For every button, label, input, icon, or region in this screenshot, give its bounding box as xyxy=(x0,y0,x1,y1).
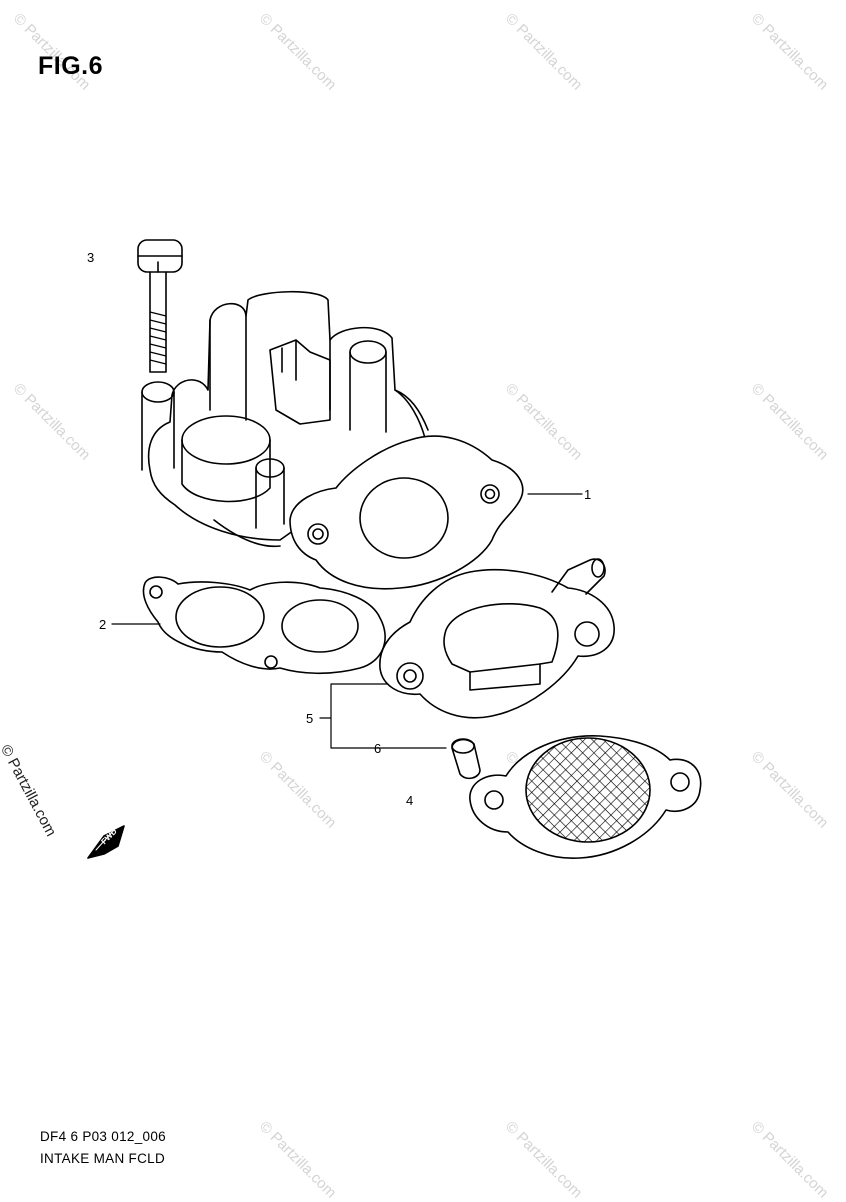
callout-part-2[interactable]: 2 xyxy=(99,617,107,632)
insulator-part-5[interactable] xyxy=(379,558,615,719)
figure-title: FIG.6 xyxy=(38,52,104,80)
callout-part-4[interactable]: 4 xyxy=(406,793,414,808)
callout-part-5[interactable]: 5 xyxy=(306,711,314,726)
section-name: INTAKE MAN FCLD xyxy=(40,1151,166,1166)
collar-part-6[interactable] xyxy=(451,738,481,780)
leader-lines xyxy=(111,493,583,749)
callout-part-6[interactable]: 6 xyxy=(374,741,382,756)
callout-part-1[interactable]: 1 xyxy=(584,487,592,502)
forward-arrow-icon xyxy=(87,825,125,859)
diagram-code: DF4 6 P03 012_006 xyxy=(40,1129,166,1144)
filter-gasket-part-4[interactable] xyxy=(469,730,702,859)
bolt-part-3[interactable] xyxy=(137,239,183,373)
manifold-gasket-part-2[interactable] xyxy=(142,576,386,675)
callout-part-3[interactable]: 3 xyxy=(87,250,95,265)
manifold-flange-part-1[interactable] xyxy=(289,435,524,590)
